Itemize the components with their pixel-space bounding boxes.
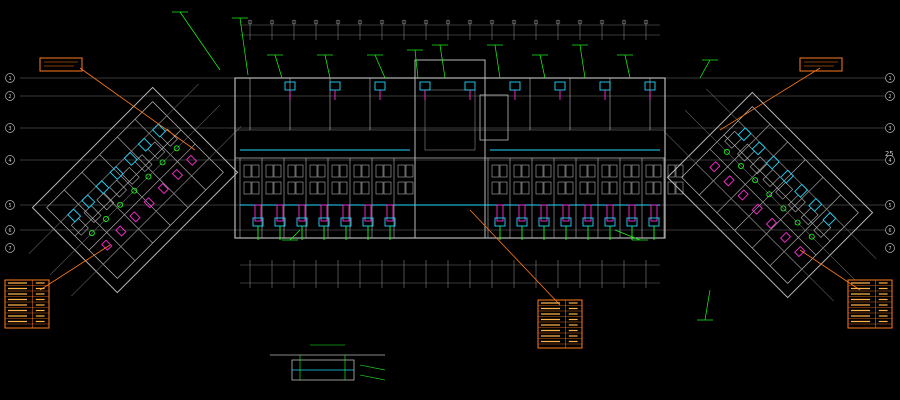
left-axis-bubbles: 1 2 3 4 5 6 7	[5, 73, 15, 253]
top-dimension-ticks	[247, 19, 649, 40]
axis-bubble-label: 2	[8, 94, 11, 100]
central-bar	[234, 59, 684, 239]
legend-bottom-right	[847, 279, 893, 329]
structural-grid	[20, 24, 885, 284]
legend-top-left	[39, 57, 83, 72]
detail-section	[270, 344, 386, 381]
axis-bubble-label: 3	[888, 126, 891, 132]
axis-bubble-label: 1	[8, 76, 11, 82]
axis-bubble-label: 1	[888, 76, 891, 82]
legend-leaders	[39, 67, 861, 306]
axis-bubble-label: 6	[8, 228, 11, 234]
axis-bubble-label: 4	[8, 158, 11, 164]
axis-bubble-label: 5	[8, 203, 11, 209]
bottom-dimension-ticks	[249, 260, 647, 288]
right-side-label: 25	[885, 150, 893, 158]
axis-bubble-label: 3	[8, 126, 11, 132]
axis-bubble-label: 4	[888, 158, 891, 164]
annotation-leaders	[172, 11, 718, 321]
legend-top-right	[799, 57, 843, 72]
axis-bubble-label: 7	[8, 246, 11, 252]
axis-bubble-label: 5	[888, 203, 891, 209]
axis-bubble-label: 6	[888, 228, 891, 234]
right-wing	[663, 88, 877, 302]
axis-bubble-label: 7	[888, 246, 891, 252]
axis-bubble-label: 2	[888, 94, 891, 100]
legend-bottom-left	[4, 279, 50, 329]
plumbing-overlay	[67, 81, 837, 258]
left-wing	[28, 83, 242, 297]
right-axis-bubbles: 1 2 3 4 5 6 7	[885, 73, 895, 253]
legend-bottom-center	[537, 299, 583, 349]
